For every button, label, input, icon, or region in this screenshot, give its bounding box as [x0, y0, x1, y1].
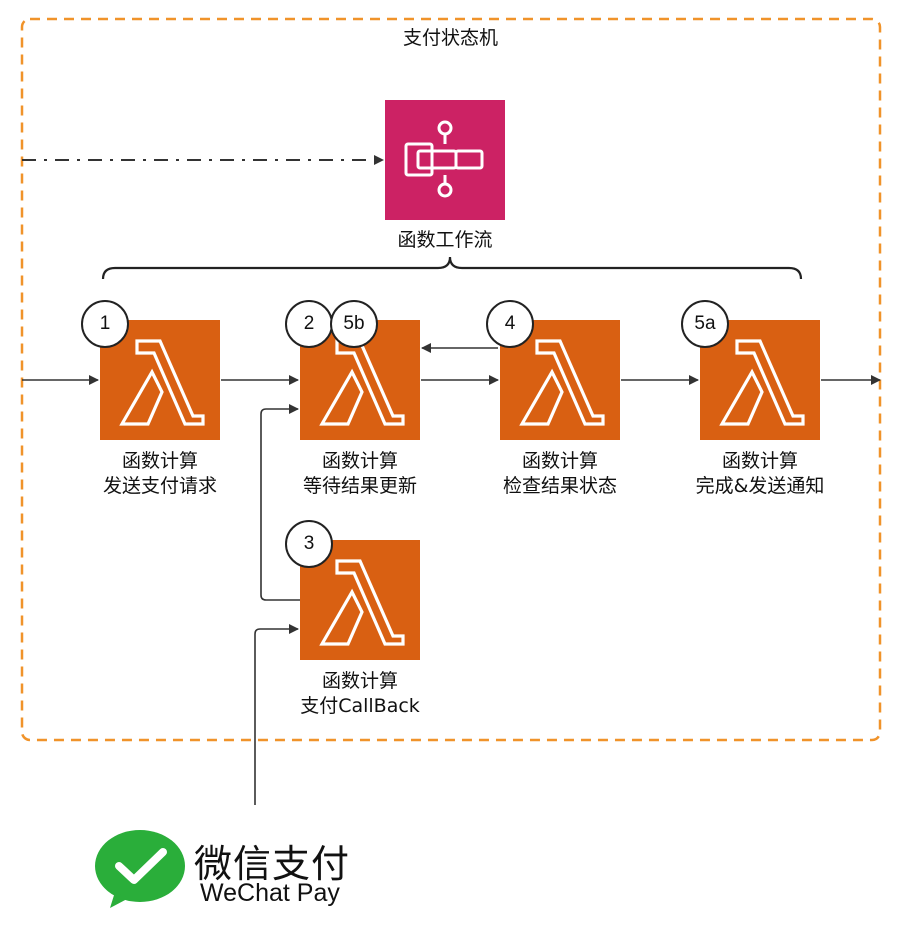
node-label-line2: 支付CallBack [300, 695, 420, 717]
step-badge: 3 [285, 520, 333, 568]
node-label-send: 函数计算 发送支付请求 [60, 449, 260, 499]
state-machine-title: 支付状态机 [402, 27, 498, 49]
wechat-pay-english: WeChat Pay [200, 879, 340, 907]
workflow-brace [101, 256, 803, 280]
lambda-glyph [519, 339, 605, 426]
node-label-line1: 函数计算 [321, 450, 398, 472]
step-badge: 5a [681, 300, 729, 348]
node-label-wait: 函数计算 等待结果更新 [260, 449, 460, 499]
wechat-pay-logo [93, 828, 188, 910]
node-label-line2: 完成&发送通知 [695, 475, 825, 497]
step-badge: 2 [285, 300, 333, 348]
wechat-pay-chinese: 微信支付 [194, 842, 351, 886]
workflow-label: 函数工作流 [397, 229, 493, 251]
node-label-callback: 函数计算 支付CallBack [260, 669, 460, 719]
step-badge: 5b [330, 300, 378, 348]
node-label-line2: 发送支付请求 [102, 475, 217, 497]
node-label-line1: 函数计算 [121, 450, 198, 472]
lambda-glyph [319, 559, 405, 646]
lambda-glyph [119, 339, 205, 426]
node-label-line2: 检查结果状态 [502, 475, 617, 497]
node-label-line1: 函数计算 [721, 450, 798, 472]
node-label-check: 函数计算 检查结果状态 [460, 449, 660, 499]
arrow-callback-to-wait [260, 404, 300, 601]
node-label-complete: 函数计算 完成&发送通知 [660, 449, 860, 499]
node-label-line2: 等待结果更新 [302, 475, 417, 497]
node-label-line1: 函数计算 [321, 670, 398, 692]
lambda-glyph [719, 339, 805, 426]
step-badge: 4 [486, 300, 534, 348]
step-functions-workflow-icon [385, 100, 505, 220]
step-badge: 1 [81, 300, 129, 348]
node-label-line1: 函数计算 [521, 450, 598, 472]
lambda-glyph [319, 339, 405, 426]
arrow-wechat-to-callback [254, 624, 299, 805]
